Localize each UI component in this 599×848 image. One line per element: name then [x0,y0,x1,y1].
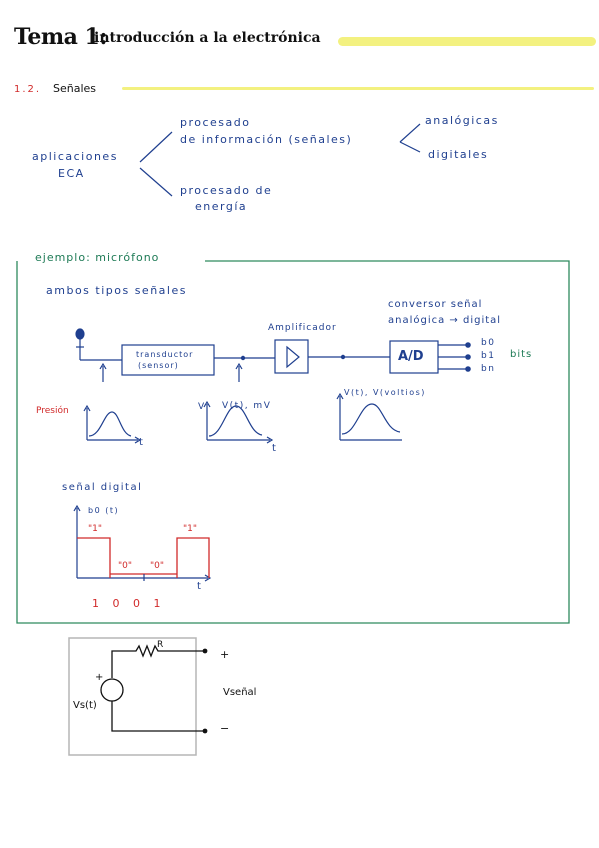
output-b1: b1 [481,351,496,361]
digital-signal-graph [73,504,212,582]
ad-label: A/D [398,349,424,364]
amplifier-box [274,339,309,374]
example-title: ejemplo: micrófono [32,251,163,264]
tree-leaf-analog: analógicas [425,114,499,127]
digital-waveform [77,537,210,578]
graph2-axis-v: V [198,402,206,412]
digital-bit-3: "0" [150,561,165,571]
converter-label-line1: conversor señal [388,299,483,310]
graph1-label: Presión [36,406,69,416]
graph3-label: V(t), V(voltios) [344,388,426,397]
tree-root-line1: aplicaciones [32,150,118,163]
circuit-box [68,637,197,756]
example-subtitle: ambos tipos señales [46,284,187,297]
tree-branch2-line2: energía [195,200,248,213]
transducer-label-line1: transductor [136,350,194,359]
graph1-axis-t: t [139,437,145,448]
output-b0: b0 [481,338,496,348]
section-number: 1.2. [14,84,42,95]
output-voltage-label: Vseñal [223,687,257,698]
transducer-label-line2: (sensor) [138,361,179,370]
tree-branch1-line1: procesado [180,116,251,129]
tree-root-line2: ECA [58,167,85,180]
title-highlight [338,37,596,46]
bits-label: bits [510,349,533,360]
example-frame [16,260,570,624]
section-title: Señales [53,82,97,95]
tree-branch2-line1: procesado de [180,184,273,197]
converter-label-line2: analógica → digital [388,315,502,326]
digital-title: señal digital [62,482,143,493]
tree-leaf-digital: digitales [428,148,489,161]
graph2-axis-t: t [272,443,278,454]
block-diagram [75,328,471,382]
digital-axis-t: t [197,581,203,592]
terminal-minus: − [220,722,230,735]
amplifier-label: Amplificador [268,323,337,333]
voltage-source [100,678,124,702]
tree-branch1-line2: de información (señales) [180,133,353,146]
microphone-icon [75,328,85,340]
source-plus: + [95,672,104,683]
section-highlight [122,87,594,90]
analog-graphs [83,392,402,444]
terminal-plus: + [220,648,230,661]
digital-ylabel: b0 (t) [88,506,120,515]
source-label: Vs(t) [73,700,97,711]
graph2-label: V(t), mV [222,401,272,411]
digital-bit-2: "0" [118,561,133,571]
resistor-label: R [157,640,164,650]
output-bn: bn [481,364,496,374]
digital-bit-4: "1" [183,524,198,534]
page-title: Tema 1: [14,24,107,50]
digital-bit-1: "1" [88,524,103,534]
transducer-box [121,344,215,376]
tree-branches [139,123,421,197]
circuit-diagram [68,637,208,756]
digital-sequence: 1 0 0 1 [92,597,166,610]
resistor-wire [111,644,205,678]
page-subtitle: introducción a la electrónica [94,30,321,46]
